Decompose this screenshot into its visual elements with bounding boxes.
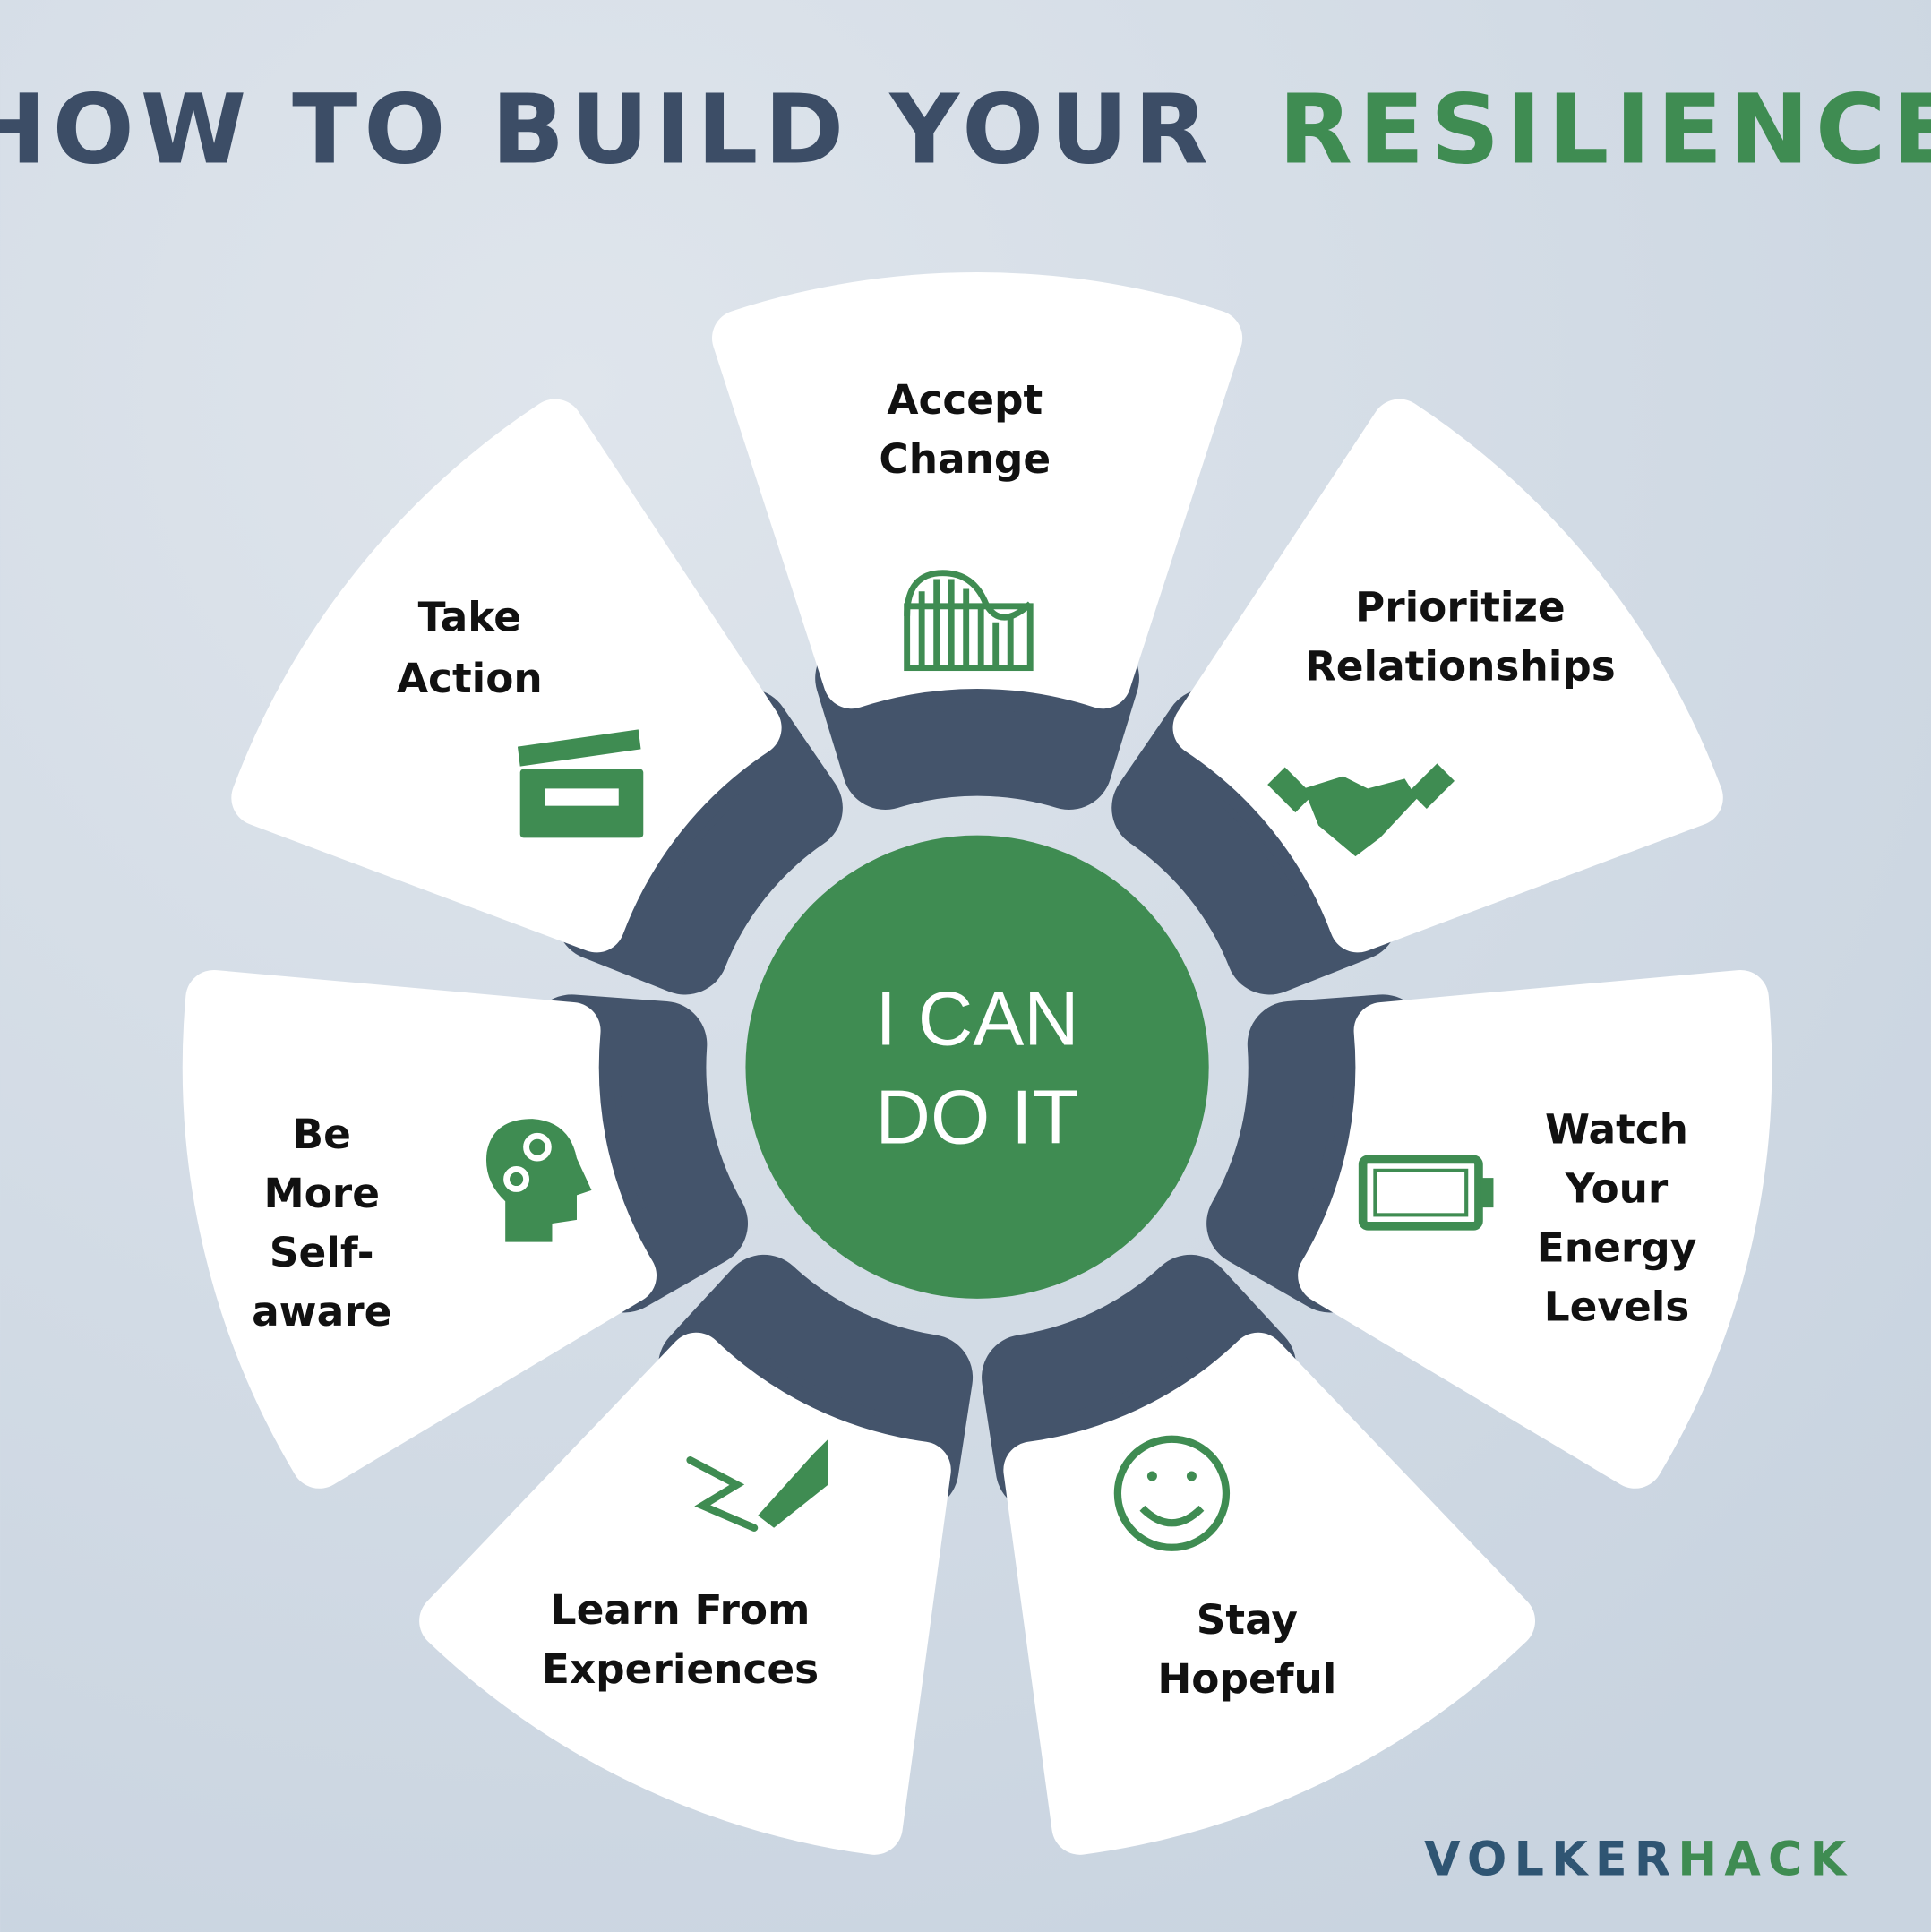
- battery-icon: [1358, 1155, 1494, 1231]
- segment-panel: [1298, 969, 1772, 1489]
- segment-panel: [712, 272, 1243, 709]
- center-circle: [745, 835, 1209, 1299]
- segment-learn-from-experiences: Learn From Experiences: [542, 1438, 828, 1693]
- segment-label: Levels: [1544, 1284, 1690, 1331]
- pen-icon: [686, 1438, 828, 1532]
- title-part-2: RESILIENCE: [1278, 74, 1931, 186]
- segment-label: Prioritize: [1355, 583, 1566, 631]
- segment-label: Hopeful: [1157, 1655, 1336, 1703]
- logo-part-1: VOLKER: [1424, 1833, 1678, 1887]
- segment-prioritize-relationships: Prioritize Relationships: [1267, 583, 1616, 857]
- roller-coaster-icon: [904, 570, 1034, 672]
- logo-part-2: HACK: [1678, 1833, 1853, 1887]
- title-part-1: HOW TO BUILD YOUR: [0, 74, 1214, 186]
- center-text-line-2: DO IT: [875, 1076, 1078, 1161]
- segment-watch-energy: Watch Your Energy Levels: [1358, 1106, 1697, 1331]
- segment-label: Accept: [887, 376, 1043, 424]
- segment-label: Learn From: [551, 1586, 811, 1634]
- segment-panel: [182, 969, 657, 1489]
- smiley-icon: [1113, 1435, 1231, 1551]
- segment-be-more-self-aware: Be More Self- aware: [252, 1111, 592, 1335]
- segment-label: Energy: [1537, 1224, 1697, 1272]
- segment-label: Self-: [270, 1229, 374, 1276]
- segment-label: Experiences: [542, 1645, 819, 1693]
- page-title: HOW TO BUILD YOUR RESILIENCE: [0, 74, 1931, 186]
- center-text-line-1: I CAN: [875, 977, 1078, 1062]
- segment-accept-change: Accept Change: [879, 376, 1051, 672]
- segment-label: Your: [1565, 1165, 1669, 1213]
- segment-label: More: [263, 1170, 379, 1217]
- volkerhack-logo: VOLKERHACK: [1424, 1833, 1853, 1887]
- segment-label: Relationships: [1305, 642, 1616, 690]
- segment-label: Action: [397, 655, 543, 702]
- segment-take-action: Take Action: [397, 593, 644, 838]
- segment-label: Watch: [1545, 1106, 1688, 1154]
- segment-label: Take: [418, 593, 521, 640]
- handshake-icon: [1267, 763, 1455, 857]
- segment-label: Stay: [1197, 1596, 1298, 1644]
- clapperboard-icon: [517, 729, 644, 838]
- segment-label: aware: [252, 1288, 391, 1335]
- segment-stay-hopeful: Stay Hopeful: [1113, 1435, 1336, 1703]
- head-gears-icon: [485, 1119, 592, 1242]
- segment-label: Change: [879, 435, 1051, 483]
- segment-label: Be: [293, 1111, 351, 1158]
